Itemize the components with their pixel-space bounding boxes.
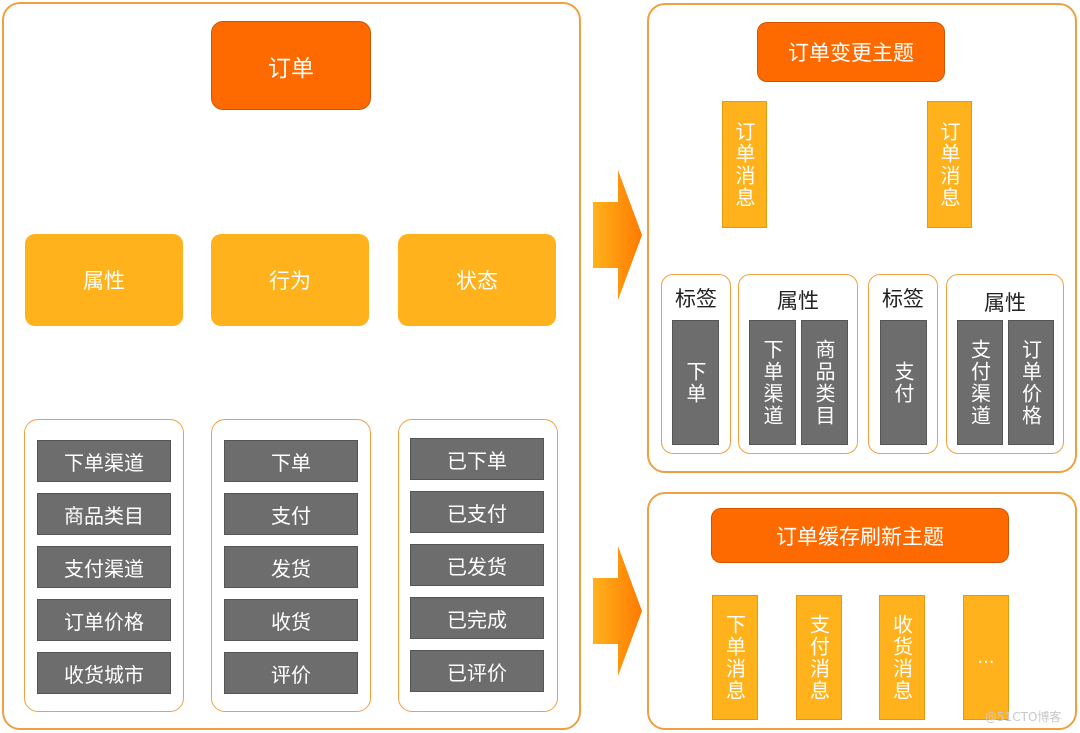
- list-item: 收货: [224, 599, 358, 641]
- tag-value: 下单: [672, 320, 719, 445]
- order-message-1: 订单消息: [722, 101, 767, 228]
- attr-group-label: 属性: [777, 289, 819, 313]
- list-item: 已评价: [410, 650, 544, 692]
- attr-group-label: 属性: [984, 291, 1026, 315]
- category-attributes: 属性: [25, 234, 183, 326]
- flow-arrow-bottom: [593, 546, 642, 676]
- list-item: 支付渠道: [37, 546, 171, 588]
- category-behaviors: 行为: [211, 234, 369, 326]
- tag-group-label: 标签: [675, 287, 717, 311]
- list-item: 商品类目: [37, 493, 171, 535]
- order-change-topic-title: 订单变更主题: [757, 22, 945, 82]
- list-item: 已支付: [410, 491, 544, 533]
- category-states: 状态: [398, 234, 556, 326]
- tag-group-label: 标签: [882, 287, 924, 311]
- tag-value: 支付: [880, 320, 927, 445]
- list-item: 支付: [224, 493, 358, 535]
- list-item: 订单价格: [37, 599, 171, 641]
- order-root-node: 订单: [211, 21, 371, 110]
- flow-arrow-top: [593, 170, 642, 300]
- attr-value: 支付渠道: [957, 320, 1003, 445]
- attr-value: 订单价格: [1008, 320, 1054, 445]
- list-item: 已完成: [410, 597, 544, 639]
- attr-value: 下单渠道: [749, 320, 796, 445]
- order-cache-topic-title: 订单缓存刷新主题: [711, 508, 1009, 563]
- list-item: 下单: [224, 440, 358, 482]
- list-item: 发货: [224, 546, 358, 588]
- list-item: 评价: [224, 652, 358, 694]
- list-item: 已发货: [410, 544, 544, 586]
- cache-message: 收货消息: [879, 595, 925, 720]
- cache-message: 支付消息: [796, 595, 842, 720]
- cache-message-more: ...: [963, 595, 1009, 720]
- order-message-2: 订单消息: [927, 101, 972, 228]
- list-item: 下单渠道: [37, 440, 171, 482]
- cache-message: 下单消息: [712, 595, 758, 720]
- list-item: 已下单: [410, 438, 544, 480]
- watermark: @51CTO博客: [985, 710, 1062, 724]
- attr-value: 商品类目: [801, 320, 848, 445]
- list-item: 收货城市: [37, 652, 171, 694]
